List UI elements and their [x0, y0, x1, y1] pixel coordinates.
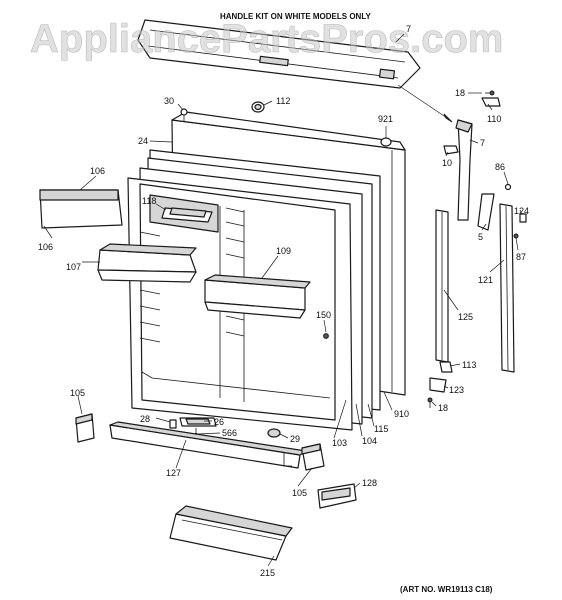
center-small-parts [169, 417, 217, 438]
callout-18-top: 18 [455, 88, 465, 98]
callout-86: 86 [495, 162, 505, 172]
plug-921-icon [380, 137, 392, 147]
hinge-parts-group [443, 90, 527, 239]
cap-112-icon [251, 101, 265, 113]
callout-910: 910 [394, 409, 409, 419]
callout-29: 29 [290, 434, 300, 444]
screw-30-icon [180, 108, 188, 122]
callout-107: 107 [66, 262, 81, 272]
callout-150: 150 [316, 310, 331, 320]
trim-121-detail [505, 205, 509, 371]
callout-118: 118 [142, 196, 156, 206]
callout-87: 87 [516, 252, 526, 262]
header-note: HANDLE KIT ON WHITE MODELS ONLY [220, 12, 371, 21]
callout-105-left: 105 [70, 388, 85, 398]
callout-123: 123 [449, 385, 464, 395]
callout-110: 110 [487, 114, 501, 124]
dairy-compartment-cover [39, 189, 123, 229]
callout-127: 127 [166, 468, 181, 478]
callout-30: 30 [164, 96, 174, 106]
door-stop-105-right-detail [301, 443, 321, 455]
handle-top-part [137, 19, 421, 89]
leader-lines [43, 33, 523, 567]
callout-18-bottom: 18 [438, 403, 448, 413]
callout-215: 215 [260, 568, 275, 578]
callout-104: 104 [362, 436, 377, 446]
callout-labels: 7 18 110 30 112 921 24 7 10 86 106 106 1… [38, 24, 529, 578]
callout-5: 5 [478, 232, 483, 242]
art-number: (ART NO. WR19113 C18) [400, 585, 493, 594]
door-bin-upper [97, 243, 197, 283]
callout-105-right: 105 [292, 488, 307, 498]
watermark-text: AppliancePartsPros.com [30, 17, 504, 61]
callout-24: 24 [138, 136, 148, 146]
handle-leader-line [397, 84, 451, 121]
callout-124: 124 [514, 206, 529, 216]
callout-26: 26 [214, 417, 224, 427]
upper-bin-part [161, 207, 213, 223]
handle-cap-128 [317, 483, 357, 509]
callout-10: 10 [442, 158, 452, 168]
callout-106-bottom: 106 [38, 242, 53, 252]
callout-128: 128 [362, 478, 377, 488]
callout-112: 112 [276, 96, 290, 106]
callout-115: 115 [374, 424, 388, 434]
callout-28: 28 [140, 414, 150, 424]
callout-121: 121 [478, 275, 493, 285]
screw-icon [323, 333, 329, 339]
callout-7-bracket: 7 [480, 138, 485, 148]
bottom-hinge-parts [427, 361, 453, 408]
bottom-bin-215 [169, 505, 293, 561]
callout-921: 921 [378, 114, 393, 124]
door-stop-105-left-detail [75, 413, 93, 425]
callout-106-top: 106 [90, 166, 105, 176]
door-bin-middle [204, 274, 311, 319]
callout-113: 113 [462, 360, 476, 370]
callout-125: 125 [458, 312, 473, 322]
callout-103: 103 [332, 438, 347, 448]
button-29-icon [267, 428, 281, 438]
callout-566: 566 [222, 428, 237, 438]
callout-7-top: 7 [406, 24, 411, 34]
arrow-icon [443, 113, 453, 123]
callout-109: 109 [276, 246, 291, 256]
